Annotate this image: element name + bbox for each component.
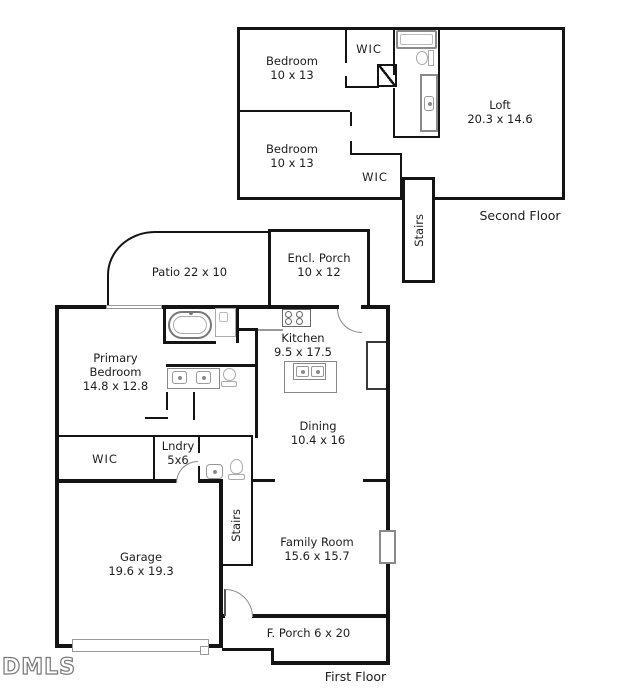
- wall-garage-right: [219, 479, 223, 648]
- second-floor-title: Second Floor: [479, 208, 561, 223]
- wall-segment: [350, 141, 352, 155]
- sink-icon: [206, 464, 223, 479]
- stairs-label: Stairs: [229, 508, 243, 542]
- room-label-front-porch: F. Porch 6 x 20: [266, 626, 351, 640]
- window-icon: [106, 305, 162, 309]
- wall-segment: [251, 479, 275, 482]
- stove-icon: [282, 309, 311, 327]
- stairs-second-floor: Stairs: [402, 177, 435, 283]
- wall-garage-top: [198, 479, 223, 483]
- door-arc-front-entry: [225, 589, 253, 617]
- garage-door: [72, 639, 209, 652]
- wall-exterior-left: [55, 305, 59, 648]
- wall-segment: [393, 88, 395, 138]
- porch-post: [200, 646, 209, 655]
- wall-segment: [251, 435, 253, 566]
- stairs-label: Stairs: [411, 213, 426, 247]
- wall-segment: [239, 328, 258, 331]
- wall-segment: [198, 466, 200, 481]
- wall-exterior-top: [361, 305, 390, 309]
- wall-segment: [255, 328, 258, 438]
- wall-stairs-bottom: [219, 564, 253, 566]
- toilet-icon: [416, 51, 428, 65]
- wall-segment: [345, 76, 347, 88]
- wall-porch-step: [271, 648, 274, 664]
- counter-edge: [258, 329, 283, 331]
- angled-closet-icon: [377, 64, 397, 87]
- first-floor-title: First Floor: [324, 669, 387, 684]
- toilet-base-icon: [228, 474, 245, 480]
- wall-segment: [163, 305, 166, 343]
- room-label-wic-rear: WIC: [362, 170, 388, 184]
- room-label-patio: Patio 22 x 10: [151, 265, 228, 279]
- sink-icon: [424, 96, 434, 111]
- room-label-primary-bedroom: Primary Bedroom 14.8 x 12.8: [82, 351, 149, 393]
- wall-family-room-bottom: [252, 614, 390, 618]
- wall-segment: [193, 392, 195, 420]
- room-label-kitchen: Kitchen 9.5 x 17.5: [273, 331, 332, 359]
- wall-garage-top: [55, 479, 177, 483]
- vanity-icon: [420, 74, 438, 132]
- room-label-loft: Loft 20.3 x 14.6: [467, 98, 533, 126]
- wall-segment: [166, 392, 168, 410]
- room-label-garage: Garage 19.6 x 19.3: [108, 550, 174, 578]
- toilet-icon: [230, 459, 243, 474]
- wall-segment: [166, 364, 258, 367]
- room-label-bedroom-front: Bedroom 10 x 13: [265, 54, 318, 82]
- stairs-first-floor: Stairs: [221, 488, 251, 562]
- room-label-family-room: Family Room 15.6 x 15.7: [280, 535, 354, 563]
- room-label-bedroom-rear: Bedroom 10 x 13: [265, 142, 318, 170]
- sink-icon: [172, 371, 187, 384]
- wall-segment: [345, 86, 379, 88]
- wall-segment: [240, 110, 350, 112]
- wall-segment: [145, 417, 168, 419]
- enclosed-porch-outline: [268, 229, 370, 309]
- wall-exterior-top: [55, 305, 339, 309]
- wall-segment: [350, 112, 352, 126]
- toilet-icon: [223, 368, 236, 381]
- wall-segment: [400, 155, 402, 200]
- wall-segment: [345, 27, 347, 63]
- wall-segment: [236, 305, 239, 343]
- toilet-tank-icon: [428, 50, 434, 66]
- wall-exterior-right: [386, 305, 390, 618]
- pantry-closet: [366, 341, 386, 390]
- kitchen-island-icon: [284, 361, 337, 393]
- wall-porch-right: [386, 616, 390, 665]
- wall-segment: [363, 479, 390, 482]
- wall-porch-bottom: [271, 661, 390, 665]
- room-label-dining: Dining 10.4 x 16: [290, 419, 346, 447]
- wall-segment: [438, 27, 440, 137]
- room-label-encl-porch: Encl. Porch 10 x 12: [287, 251, 351, 279]
- double-sink-icon: [293, 363, 326, 380]
- wall-porch-step: [222, 648, 274, 651]
- double-vanity-icon: [167, 368, 220, 389]
- wall-segment: [198, 435, 200, 453]
- wall-segment: [153, 435, 155, 481]
- wall-segment: [393, 136, 440, 138]
- room-label-wic-front: WIC: [356, 42, 382, 56]
- wall-segment: [350, 153, 402, 155]
- room-label-wic: WIC: [92, 452, 118, 466]
- door-arc-kitchen-porch: [337, 309, 362, 333]
- bathtub-icon: [396, 30, 437, 49]
- fireplace-icon: [379, 530, 396, 564]
- freestanding-tub-icon: [168, 311, 212, 339]
- shower-icon: [215, 308, 236, 337]
- dmls-watermark: DMLS: [1, 654, 77, 680]
- toilet-tank-icon: [221, 381, 237, 387]
- wall-segment: [163, 341, 216, 344]
- room-label-laundry: Lndry 5x6: [161, 439, 195, 467]
- wall-segment: [393, 27, 395, 75]
- sink-icon: [196, 371, 211, 384]
